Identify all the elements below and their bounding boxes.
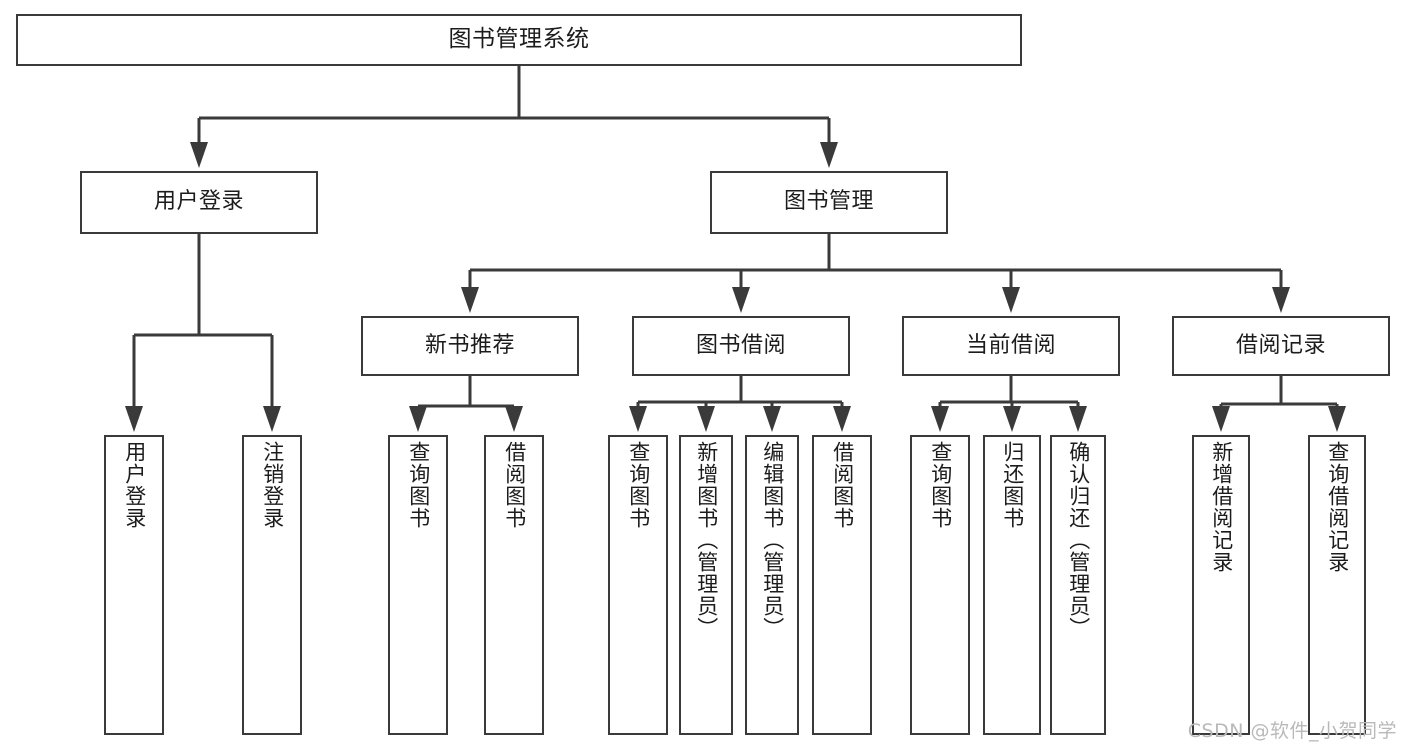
node-leaf-add-record[interactable]: 新增借阅记录 — [1192, 435, 1250, 735]
arrowhead-current-borrow-0 — [931, 406, 949, 432]
node-leaf-borrow-book-1[interactable]: 借阅图书 — [484, 435, 544, 735]
node-label-leaf-user-logout: 注销登录 — [260, 441, 285, 529]
node-borrow-record[interactable]: 借阅记录 — [1172, 316, 1390, 376]
node-leaf-query-book-3[interactable]: 查询图书 — [910, 435, 970, 735]
node-leaf-query-record[interactable]: 查询借阅记录 — [1308, 435, 1366, 735]
node-leaf-query-book-1[interactable]: 查询图书 — [388, 435, 448, 735]
arrowhead-borrow-record-0 — [1212, 406, 1230, 432]
arrowhead-user-login-1 — [263, 406, 281, 432]
node-label-current-borrow: 当前借阅 — [965, 332, 1056, 358]
node-leaf-confirm-return[interactable]: 确认归还（管理员） — [1050, 435, 1106, 735]
node-label-borrow-record: 借阅记录 — [1235, 332, 1326, 358]
arrowhead-root-0 — [190, 142, 208, 168]
node-label-new-book-rec: 新书推荐 — [424, 332, 515, 358]
node-label-leaf-add-book: 新增图书（管理员） — [694, 441, 719, 639]
node-label-leaf-return-book: 归还图书 — [1000, 441, 1025, 529]
node-label-leaf-query-book-2: 查询图书 — [626, 441, 651, 529]
node-label-leaf-confirm-return: 确认归还（管理员） — [1066, 441, 1091, 639]
node-label-book-borrow: 图书借阅 — [695, 332, 786, 358]
node-label-leaf-edit-book: 编辑图书（管理员） — [760, 441, 785, 639]
node-book-borrow[interactable]: 图书借阅 — [632, 316, 850, 376]
arrowhead-current-borrow-1 — [1003, 406, 1021, 432]
node-leaf-return-book[interactable]: 归还图书 — [983, 435, 1041, 735]
arrowhead-book-borrow-1 — [697, 406, 715, 432]
node-book-manage[interactable]: 图书管理 — [710, 171, 948, 234]
node-label-leaf-add-record: 新增借阅记录 — [1209, 441, 1234, 573]
node-label-user-login: 用户登录 — [153, 189, 244, 215]
node-leaf-borrow-book-2[interactable]: 借阅图书 — [812, 435, 872, 735]
node-label-leaf-query-book-1: 查询图书 — [406, 441, 431, 529]
node-label-leaf-query-book-3: 查询图书 — [928, 441, 953, 529]
node-new-book-rec[interactable]: 新书推荐 — [361, 316, 579, 376]
arrowhead-book-borrow-0 — [629, 406, 647, 432]
arrowhead-book-manage-2 — [1002, 287, 1020, 313]
node-leaf-add-book[interactable]: 新增图书（管理员） — [679, 435, 733, 735]
csdn-watermark: CSDN @软件_小贺同学 — [1187, 720, 1397, 742]
node-root[interactable]: 图书管理系统 — [16, 14, 1022, 66]
node-leaf-edit-book[interactable]: 编辑图书（管理员） — [745, 435, 799, 735]
arrowhead-user-login-0 — [125, 406, 143, 432]
node-label-book-manage: 图书管理 — [783, 189, 874, 215]
node-leaf-user-login[interactable]: 用户登录 — [104, 435, 164, 735]
arrowhead-current-borrow-2 — [1069, 406, 1087, 432]
arrowhead-book-manage-1 — [732, 287, 750, 313]
arrowhead-new-book-rec-1 — [505, 406, 523, 432]
node-label-leaf-borrow-book-1: 借阅图书 — [502, 441, 527, 529]
arrowhead-book-manage-3 — [1272, 287, 1290, 313]
arrowhead-book-manage-0 — [461, 287, 479, 313]
arrowhead-book-borrow-3 — [833, 406, 851, 432]
node-label-leaf-query-record: 查询借阅记录 — [1325, 441, 1350, 573]
node-leaf-query-book-2[interactable]: 查询图书 — [608, 435, 668, 735]
node-leaf-user-logout[interactable]: 注销登录 — [242, 435, 302, 735]
node-current-borrow[interactable]: 当前借阅 — [902, 316, 1120, 376]
arrowhead-new-book-rec-0 — [409, 406, 427, 432]
node-label-leaf-borrow-book-2: 借阅图书 — [830, 441, 855, 529]
node-label-leaf-user-login: 用户登录 — [122, 441, 147, 529]
node-user-login[interactable]: 用户登录 — [80, 171, 318, 234]
arrowhead-root-1 — [820, 142, 838, 168]
arrowhead-book-borrow-2 — [763, 406, 781, 432]
arrowhead-borrow-record-1 — [1328, 406, 1346, 432]
node-label-root: 图书管理系统 — [448, 26, 590, 53]
